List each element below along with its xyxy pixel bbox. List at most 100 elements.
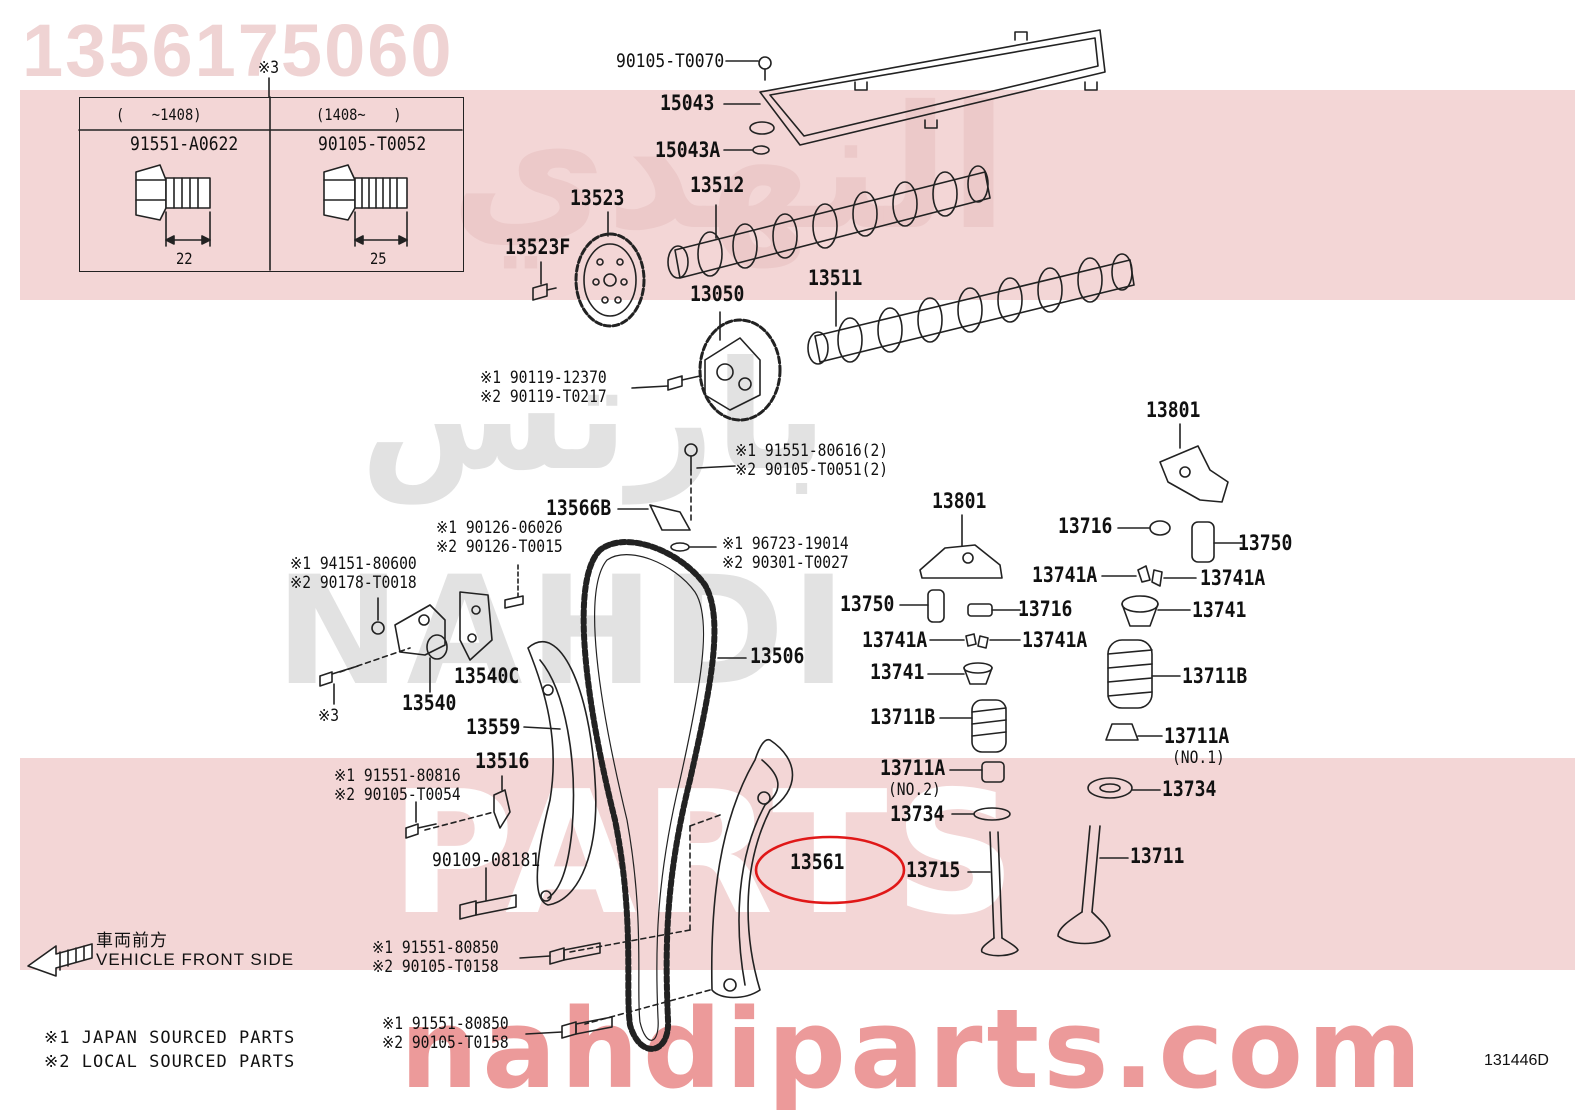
bolt-icon-22	[135, 164, 211, 247]
label-13050: 13050	[690, 282, 745, 306]
chain-damper	[569, 738, 794, 1025]
label-13711: 13711	[1130, 844, 1185, 868]
label-note2-90105-T0158-upper: ※2 90105-T0158	[372, 957, 499, 977]
label-13741-left: 13741	[870, 660, 925, 684]
table-col2-part: 90105-T0052	[318, 133, 427, 155]
label-note1-91551-80616: ※1 91551-80616(2)	[735, 441, 889, 461]
label-13559: 13559	[466, 715, 521, 739]
chain-guide-slipper	[523, 641, 597, 906]
label-13741-right: 13741	[1192, 598, 1247, 622]
label-90105-T0070: 90105-T0070	[616, 50, 725, 72]
vehicle-front-label-en: VEHICLE FRONT SIDE	[96, 950, 295, 969]
label-13561-highlighted: 13561	[790, 850, 845, 874]
tensioner-gasket	[459, 564, 524, 661]
label-note2-90105-T0051: ※2 90105-T0051(2)	[735, 460, 889, 480]
table-col2-length: 25	[370, 249, 387, 268]
chain-tensioner-plate	[617, 443, 736, 552]
label-note2-90105-T0158-lower: ※2 90105-T0158	[382, 1033, 509, 1053]
guide-bracket	[405, 775, 511, 839]
label-13523: 13523	[570, 186, 625, 210]
label-13741A-r1: 13741A	[1032, 563, 1098, 587]
label-15043A: 15043A	[655, 138, 721, 162]
label-13711B-right: 13711B	[1182, 664, 1248, 688]
label-15043: 15043	[660, 91, 715, 115]
table-col1-part: 91551-A0622	[130, 133, 239, 155]
drawing-code: 131446D	[1484, 1052, 1549, 1069]
valve-retainers	[927, 595, 1191, 685]
label-13711B-left: 13711B	[870, 705, 936, 729]
bolt-icon-25	[323, 164, 408, 247]
label-13506: 13506	[750, 644, 805, 668]
part-number-heading: 1356175060	[22, 9, 454, 92]
label-no1: (NO.1)	[1172, 748, 1225, 768]
label-13523F: 13523F	[505, 235, 571, 259]
watermark-arabic-top: النهدي	[450, 70, 1008, 268]
label-note1-96723-19014: ※1 96723-19014	[722, 534, 849, 554]
label-13711A-right: 13711A	[1164, 724, 1230, 748]
label-note2-90126-T0015: ※2 90126-T0015	[436, 537, 563, 557]
label-13801-upper: 13801	[1146, 398, 1201, 422]
label-note2-90119-T0217: ※2 90119-T0217	[480, 387, 607, 407]
watermark-latin-nahdi: NAHDI	[275, 545, 853, 719]
camshaft-sprocket	[532, 211, 646, 328]
label-13741A-l2: 13741A	[1022, 628, 1088, 652]
camshaft-exhaust	[807, 253, 1135, 365]
label-13801-lower: 13801	[932, 489, 987, 513]
label-note2-90105-T0054: ※2 90105-T0054	[334, 785, 461, 805]
label-13511: 13511	[808, 266, 863, 290]
label-13512: 13512	[690, 173, 745, 197]
valve-spring-seats	[949, 723, 1163, 783]
label-13540C: 13540C	[454, 664, 520, 688]
label-note2-90178-T0018: ※2 90178-T0018	[290, 573, 417, 593]
label-13750-left: 13750	[840, 592, 895, 616]
vvt-gear-assembly	[631, 311, 782, 422]
note-japan-sourced: ※1 JAPAN SOURCED PARTS	[44, 1028, 296, 1048]
camshaft-intake	[667, 165, 991, 279]
highlight-circle-13561	[754, 835, 906, 905]
vehicle-front-label-jp: 車両前方	[96, 931, 168, 950]
label-note1-90119-12370: ※1 90119-12370	[480, 368, 607, 388]
label-13734-right: 13734	[1162, 777, 1217, 801]
valve-stem-seals	[951, 777, 1161, 821]
watermark-band-bottom	[20, 758, 1575, 970]
table-col2-header: (1408~ )	[316, 105, 402, 124]
valve-lash-adjusters	[899, 520, 1243, 623]
table-col1-header: ( ~1408)	[116, 105, 202, 124]
watermark-band-top	[20, 90, 1575, 300]
label-13566B: 13566B	[546, 496, 612, 520]
vehicle-front-arrow-icon	[27, 943, 93, 977]
valve-springs	[939, 639, 1181, 753]
guide-pivot-bolt	[459, 867, 517, 920]
label-13750-right: 13750	[1238, 531, 1293, 555]
label-13540: 13540	[402, 691, 457, 715]
label-note1-91551-80850-lower: ※1 91551-80850	[382, 1014, 509, 1034]
table-grid	[78, 77, 463, 271]
label-note3: ※3	[318, 706, 340, 726]
label-90109-08181: 90109-08181	[432, 849, 541, 871]
label-note1-91551-80816: ※1 91551-80816	[334, 766, 461, 786]
chain-tensioner	[319, 597, 448, 705]
label-13741A-l1: 13741A	[862, 628, 928, 652]
watermark-url: nahdiparts.com	[400, 985, 1426, 1113]
label-13741A-r2: 13741A	[1200, 566, 1266, 590]
bolt-variant-table	[79, 97, 464, 272]
timing-chain	[580, 539, 747, 1052]
rocker-arm-13801-lower	[919, 514, 1003, 579]
label-no2: (NO.2)	[888, 780, 941, 800]
valves	[967, 825, 1129, 957]
label-note1-91551-80850-upper: ※1 91551-80850	[372, 938, 499, 958]
label-note2-90301-T0027: ※2 90301-T0027	[722, 553, 849, 573]
table-marker: ※3	[258, 58, 280, 78]
label-13716-left: 13716	[1018, 597, 1073, 621]
note-local-sourced: ※2 LOCAL SOURCED PARTS	[44, 1052, 296, 1072]
label-13516: 13516	[475, 749, 530, 773]
label-13715: 13715	[906, 858, 961, 882]
label-note1-90126-06026: ※1 90126-06026	[436, 518, 563, 538]
label-13734-left: 13734	[890, 802, 945, 826]
damper-bolts	[519, 942, 613, 1039]
valve-keepers	[929, 565, 1197, 649]
label-13711A-left: 13711A	[880, 756, 946, 780]
label-13716-right: 13716	[1058, 514, 1113, 538]
label-note1-94151-80600: ※1 94151-80600	[290, 554, 417, 574]
